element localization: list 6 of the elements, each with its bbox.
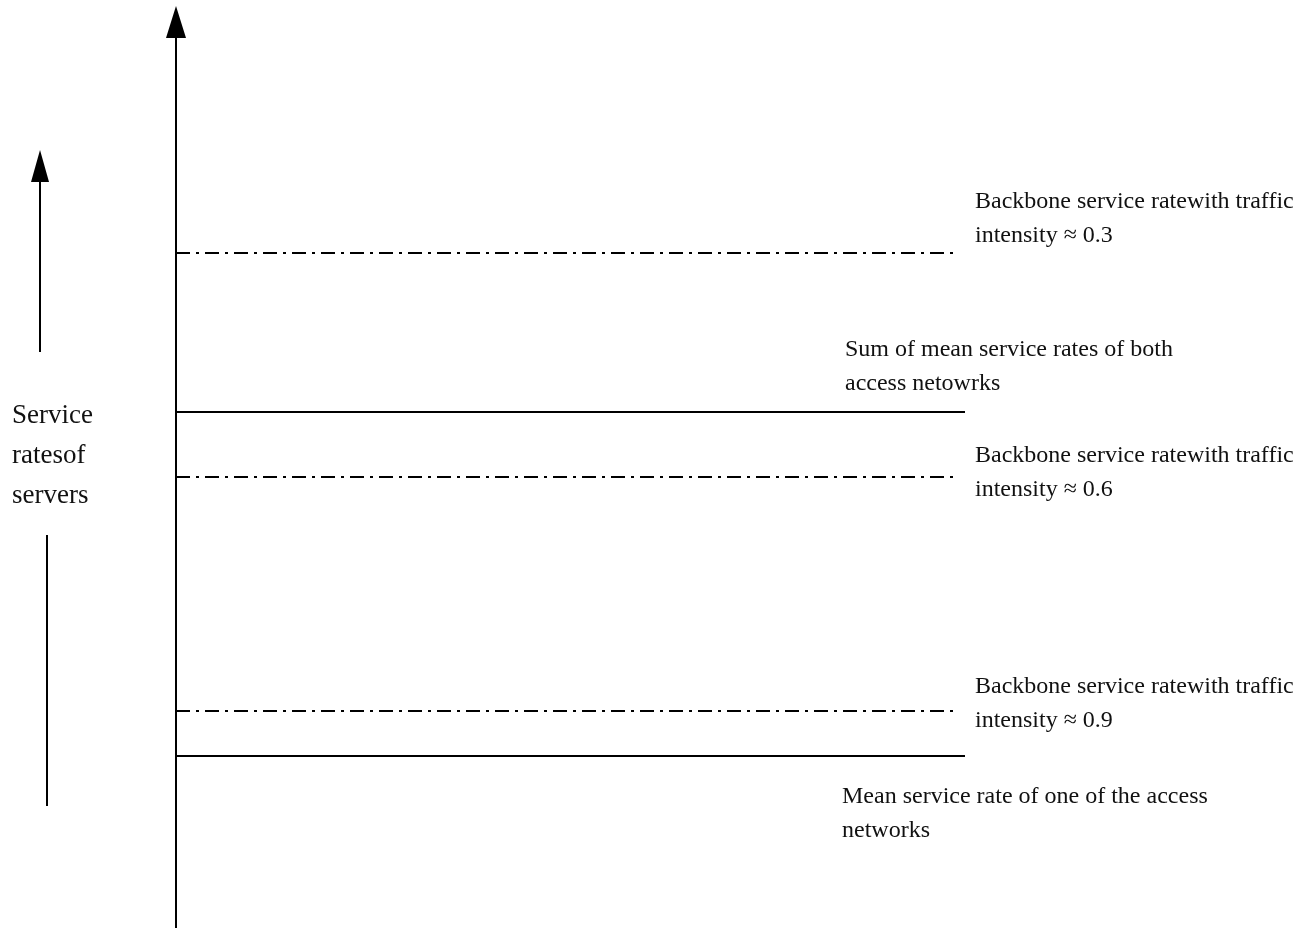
level-label: Sum of mean service rates of both access netowrks: [845, 334, 1174, 397]
level-label: Backbone service ratewith traffic intensity ≈ 0.3: [975, 186, 1295, 249]
axis-title: Service ratesof servers: [12, 398, 94, 511]
level-label: Backbone service ratewith traffic intensity ≈ 0.9: [975, 671, 1295, 734]
level-label: Mean service rate of one of the access networks: [842, 781, 1209, 844]
level-label: Backbone service ratewith traffic intensity ≈ 0.6: [975, 440, 1295, 503]
